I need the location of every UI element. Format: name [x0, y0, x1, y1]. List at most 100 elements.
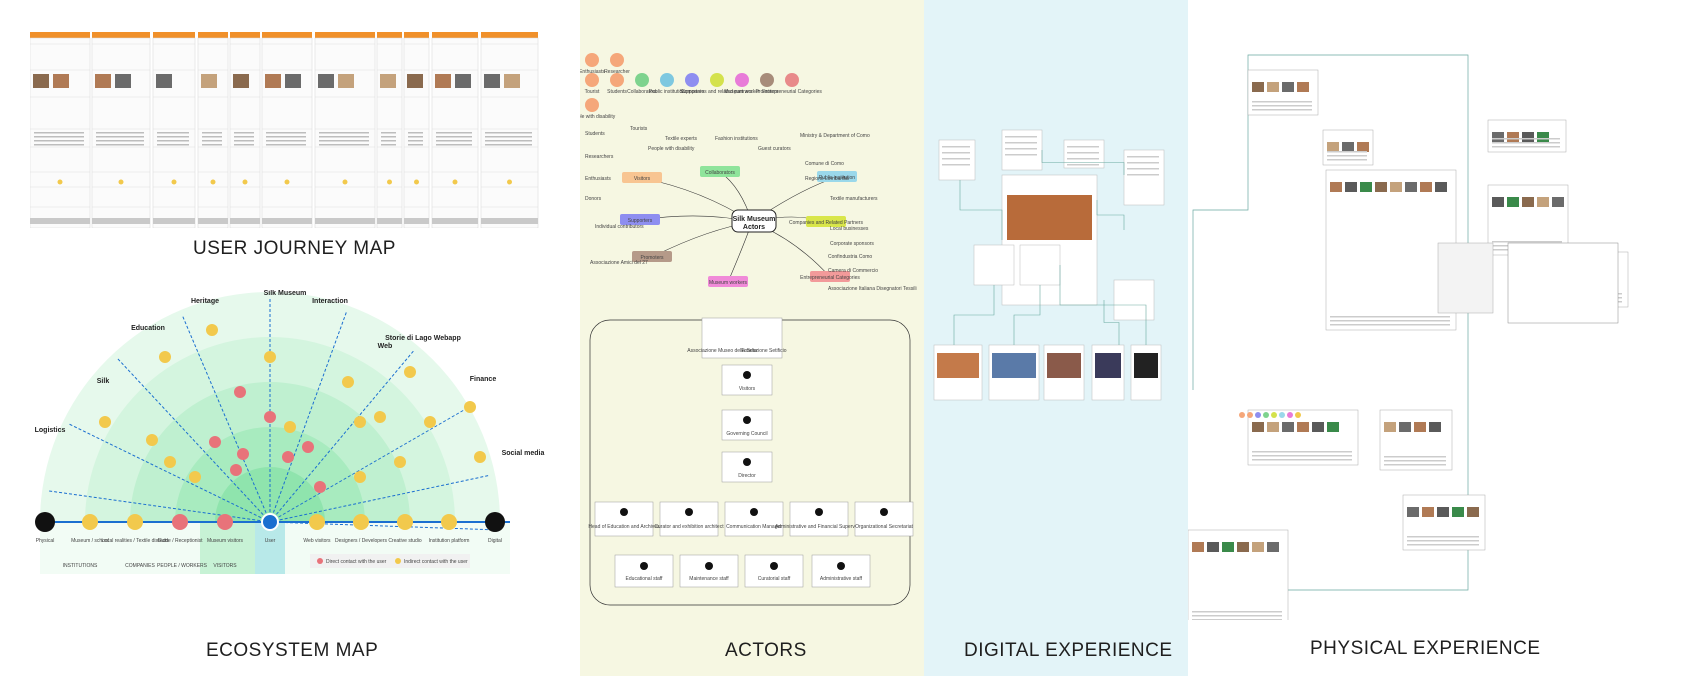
person-icon: [750, 508, 758, 516]
physical-photo: [1360, 182, 1372, 192]
group-icon: [640, 562, 648, 570]
legend-icon: [760, 73, 774, 87]
journey-photo: [435, 74, 451, 88]
actor-leaf: Associazione Amici del 27: [590, 260, 648, 266]
legend-label: Supporters: [680, 89, 705, 95]
category-label: Storie di Lago Webapp: [385, 335, 461, 342]
physical-title: PHYSICAL EXPERIENCE: [1310, 638, 1541, 659]
journey-text-line: [485, 140, 532, 142]
legend-label: Students: [607, 89, 627, 95]
actor-leaf: Individual contributors: [595, 224, 644, 230]
journey-text-line: [381, 136, 396, 138]
journey-footer: [198, 218, 228, 224]
category-spoke: [47, 490, 271, 523]
axis-label: Digital: [488, 538, 502, 544]
category-label: Interaction: [312, 298, 348, 305]
physical-text-line: [1330, 324, 1450, 326]
legend-label: Public institution: [649, 89, 685, 95]
journey-text-line: [319, 136, 369, 138]
group-label: PEOPLE / WORKERS: [157, 563, 208, 569]
org-box: [594, 501, 654, 537]
flow-connector: [953, 285, 995, 345]
physical-text-line: [1252, 101, 1312, 103]
org-box: [721, 451, 773, 483]
ecosystem-node: [354, 416, 366, 428]
physical-text-line: [1192, 611, 1282, 613]
physical-text-line: [1384, 460, 1446, 462]
journey-photo: [115, 74, 131, 88]
ecosystem-node: [394, 456, 406, 468]
journey-photo: [504, 74, 520, 88]
journey-photo: [201, 74, 217, 88]
journey-text-line: [34, 144, 84, 146]
legend-label: People with disability: [580, 114, 616, 120]
journey-text-line: [157, 136, 189, 138]
physical-photo: [1522, 132, 1534, 142]
group-icon: [837, 562, 845, 570]
actor-leaf: Ministry & Department of Como: [800, 133, 870, 139]
journey-text-line: [266, 140, 306, 142]
screen-text-line: [1127, 174, 1159, 176]
hub-label: Promoters: [640, 255, 664, 261]
ecosystem-node: [234, 386, 246, 398]
physical-text-line: [1327, 151, 1367, 153]
persona-dot: [1295, 412, 1301, 418]
axis-label: Local realities / Textile districts: [101, 538, 169, 544]
person-icon: [815, 508, 823, 516]
persona-dot: [1247, 412, 1253, 418]
flow-connector: [1041, 150, 1125, 175]
journey-text-line: [381, 144, 396, 146]
physical-photo: [1297, 422, 1309, 432]
ecosystem-node: [314, 481, 326, 493]
journey-footer: [377, 218, 402, 224]
screen-text-line: [1067, 146, 1099, 148]
screen-text-line: [1127, 156, 1159, 158]
physical-text-line: [1330, 316, 1450, 318]
screen-text-line: [1067, 164, 1099, 166]
actor-leaf: Camera di Commercio: [828, 268, 878, 274]
axis-node: [485, 512, 505, 532]
physical-photo: [1492, 132, 1504, 142]
actor-hub: [810, 271, 850, 282]
ecosystem-node: [209, 436, 221, 448]
actor-leaf: Corporate sponsors: [830, 241, 874, 247]
persona-dot: [1239, 412, 1245, 418]
hub-label: Visitors: [634, 176, 651, 182]
journey-emotion-dot: [452, 179, 458, 185]
actor-hub: [806, 216, 846, 227]
legend-direct: Direct contact with the user: [326, 559, 387, 565]
legend-icon: [660, 73, 674, 87]
journey-photo: [407, 74, 423, 88]
journey-text-line: [485, 132, 532, 134]
physical-text-line: [1492, 146, 1560, 148]
flow-connector: [1059, 265, 1147, 345]
physical-text-line: [1384, 456, 1446, 458]
physical-photo: [1282, 82, 1294, 92]
ecosystem-node: [146, 434, 158, 446]
physical-photo: [1375, 182, 1387, 192]
journey-text-line: [266, 132, 306, 134]
journey-footer: [153, 218, 195, 224]
physical-text-line: [1252, 455, 1352, 457]
physical-text-line: [1330, 320, 1450, 322]
physical-photo: [1429, 422, 1441, 432]
org-box: [721, 364, 773, 396]
physical-photo: [1537, 132, 1549, 142]
org-box: [614, 554, 674, 588]
journey-text-line: [202, 144, 222, 146]
screen-image: [1095, 353, 1121, 378]
journey-text-line: [234, 132, 254, 134]
physical-text-line: [1327, 159, 1367, 161]
actor-hub: [632, 251, 672, 262]
screen-image: [1047, 353, 1081, 378]
ecosystem-node: [474, 451, 486, 463]
user-journey-grid: [29, 32, 540, 229]
axis-label: Guide / Receptionist: [157, 538, 203, 544]
journey-photo: [285, 74, 301, 88]
journey-text-line: [436, 144, 472, 146]
physical-text-line: [1252, 105, 1312, 107]
user-journey-title: USER JOURNEY MAP: [193, 238, 396, 259]
ecosystem-node: [284, 421, 296, 433]
persona-dot: [1263, 412, 1269, 418]
